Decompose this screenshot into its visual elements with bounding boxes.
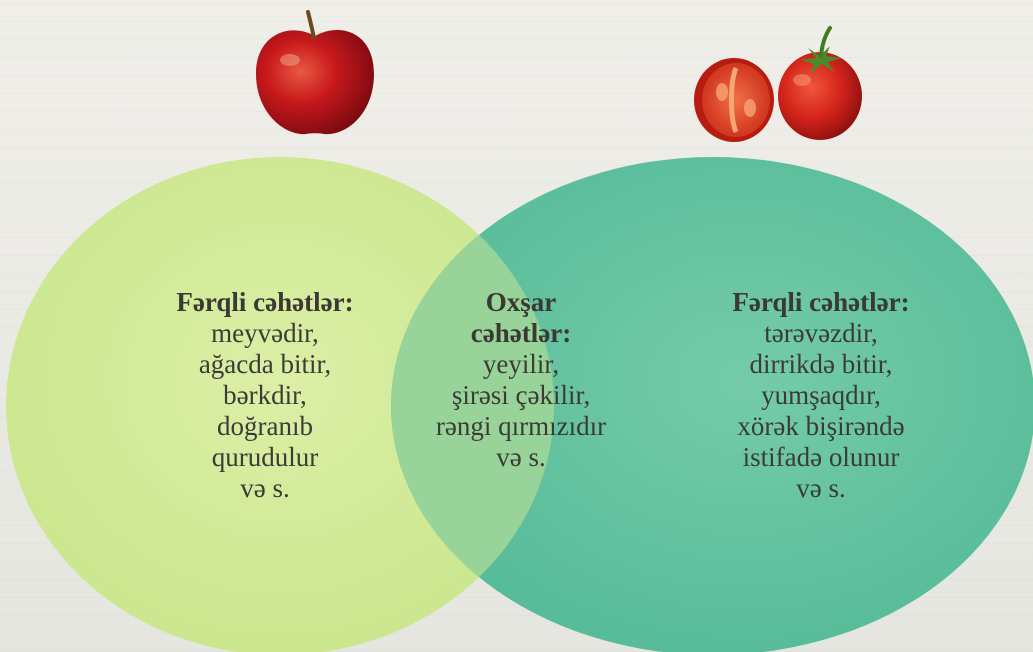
- center-item: rəngi qırmızıdır: [435, 411, 607, 441]
- right-item: yumşaqdır,: [761, 380, 881, 410]
- right-item: tərəvəzdir,: [764, 318, 878, 348]
- left-item: ağacda bitir,: [198, 349, 332, 379]
- center-item: yeyilir,: [482, 349, 560, 379]
- center-item: və s.: [496, 442, 546, 472]
- center-heading-line1: Oxşar: [485, 287, 557, 317]
- similarities: Oxşar cəhətlər: yeyilir, şirəsi çəkilir,…: [396, 287, 646, 473]
- left-heading: Fərqli cəhətlər:: [176, 287, 354, 317]
- right-item: dirrikdə bitir,: [749, 349, 893, 379]
- tomato-icon: [694, 26, 862, 142]
- center-heading-line2: cəhətlər:: [470, 318, 572, 348]
- left-item: bərkdir,: [223, 380, 307, 410]
- left-item: doğranıb: [217, 411, 313, 441]
- left-item: qurudulur: [211, 442, 319, 472]
- left-differences: Fərqli cəhətlər: meyvədir, ağacda bitir,…: [110, 287, 420, 504]
- right-heading: Fərqli cəhətlər:: [732, 287, 910, 317]
- right-circle: [391, 157, 1033, 652]
- right-item: və s.: [796, 473, 846, 503]
- left-item: və s.: [240, 473, 290, 503]
- apple-icon: [256, 10, 374, 135]
- right-item: istifadə olunur: [742, 442, 900, 472]
- right-item: xörək bişirəndə: [737, 411, 905, 441]
- right-differences: Fərqli cəhətlər: tərəvəzdir, dirrikdə bi…: [661, 287, 981, 504]
- left-circle: [6, 157, 554, 652]
- center-item: şirəsi çəkilir,: [451, 380, 591, 410]
- left-item: meyvədir,: [211, 318, 319, 348]
